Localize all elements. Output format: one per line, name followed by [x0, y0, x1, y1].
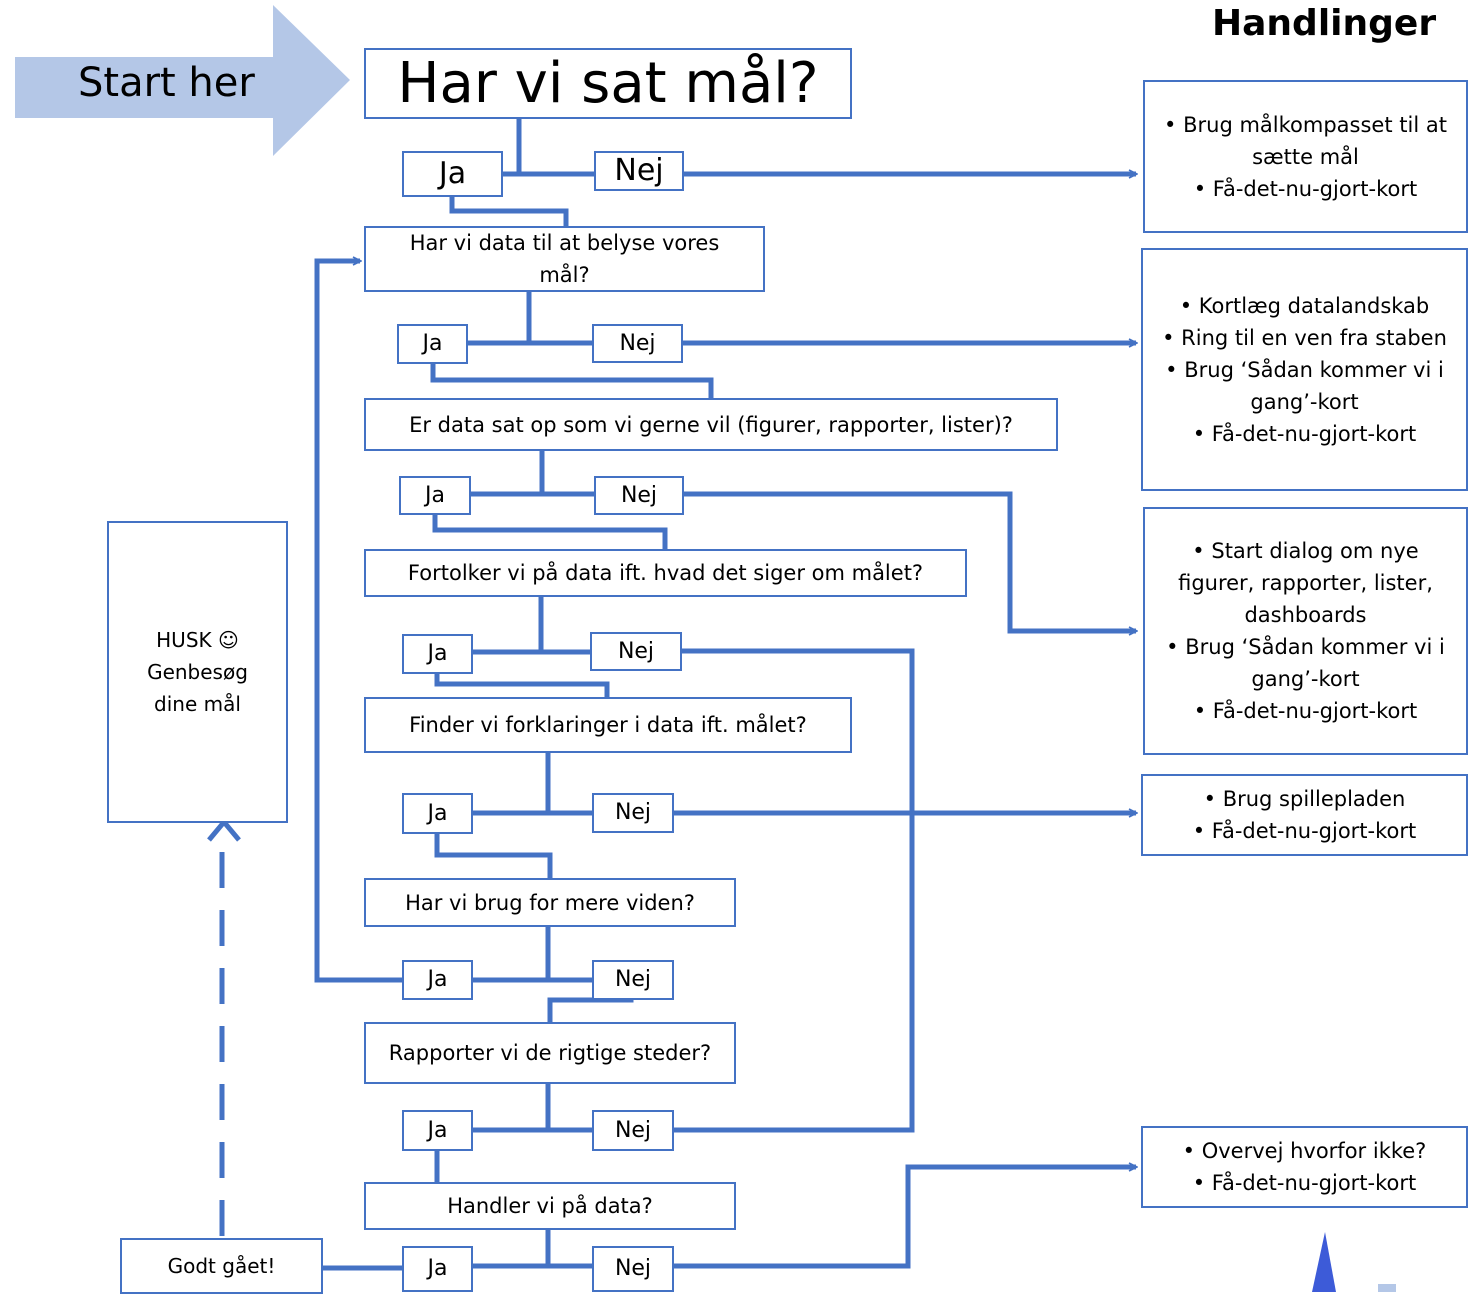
action-item: Få-det-nu-gjort-kort [1149, 1167, 1460, 1199]
action-item: Start dialog om nye figurer, rapporter, … [1151, 535, 1460, 631]
question-data-setup: Er data sat op som vi gerne vil (figurer… [364, 398, 1058, 451]
no-box-2: Nej [592, 324, 683, 363]
question-interpretation: Fortolker vi på data ift. hvad det siger… [364, 549, 967, 597]
action-box-goals: Brug målkompasset til at sætte mål Få-de… [1143, 80, 1468, 233]
reminder-line-1: HUSK ☺ [156, 628, 239, 652]
action-item: Brug ‘Sådan kommer vi i gang’-kort [1151, 631, 1460, 695]
action-item: Brug spillepladen [1149, 783, 1460, 815]
action-item: Få-det-nu-gjort-kort [1149, 418, 1460, 450]
yes-box-1: Ja [402, 151, 503, 197]
yes-box-6: Ja [402, 960, 473, 1000]
yes-box-2: Ja [397, 324, 468, 364]
no-box-7: Nej [592, 1110, 674, 1151]
action-item: Brug målkompasset til at sætte mål [1151, 109, 1460, 173]
yes-box-3: Ja [399, 476, 471, 515]
action-item: Brug ‘Sådan kommer vi i gang’-kort [1149, 354, 1460, 418]
question-explanations: Finder vi forklaringer i data ift. målet… [364, 697, 852, 753]
done-box: Godt gået! [120, 1238, 323, 1294]
no-box-6: Nej [592, 960, 674, 1000]
action-item: Overvej hvorfor ikke? [1149, 1135, 1460, 1167]
yes-box-8: Ja [402, 1246, 473, 1292]
action-box-explanations: Brug spillepladen Få-det-nu-gjort-kort [1141, 774, 1468, 856]
start-arrow-shape [15, 5, 350, 156]
action-item: Kortlæg datalandskab [1149, 290, 1460, 322]
no-box-8: Nej [592, 1246, 674, 1292]
action-item: Ring til en ven fra staben [1149, 322, 1460, 354]
no-box-1: Nej [594, 151, 684, 191]
question-goals-set: Har vi sat mål? [364, 48, 852, 119]
reminder-line-3: dine mål [154, 692, 241, 716]
start-label: Start her [78, 60, 255, 106]
action-box-setup: Start dialog om nye figurer, rapporter, … [1143, 507, 1468, 755]
reminder-box: HUSK ☺ Genbesøg dine mål [107, 521, 288, 823]
no-box-4: Nej [590, 632, 682, 671]
action-box-acting: Overvej hvorfor ikke? Få-det-nu-gjort-ko… [1141, 1126, 1468, 1208]
yes-box-5: Ja [402, 793, 473, 834]
question-reporting: Rapporter vi de rigtige steder? [364, 1022, 736, 1084]
action-item: Få-det-nu-gjort-kort [1149, 815, 1460, 847]
action-item: Få-det-nu-gjort-kort [1151, 173, 1460, 205]
logo-fragment-2 [1378, 1284, 1396, 1292]
no-box-5: Nej [592, 793, 674, 833]
logo-fragment [1312, 1232, 1336, 1292]
action-item: Få-det-nu-gjort-kort [1151, 695, 1460, 727]
action-box-data: Kortlæg datalandskab Ring til en ven fra… [1141, 248, 1468, 491]
question-data-available: Har vi data til at belyse vores mål? [364, 226, 765, 292]
yes-box-7: Ja [402, 1110, 473, 1151]
question-more-knowledge: Har vi brug for mere viden? [364, 878, 736, 927]
actions-heading: Handlinger [1212, 3, 1437, 44]
no-box-3: Nej [594, 476, 684, 515]
question-acting: Handler vi på data? [364, 1182, 736, 1230]
yes-box-4: Ja [402, 634, 473, 674]
reminder-line-2: Genbesøg [147, 660, 248, 684]
